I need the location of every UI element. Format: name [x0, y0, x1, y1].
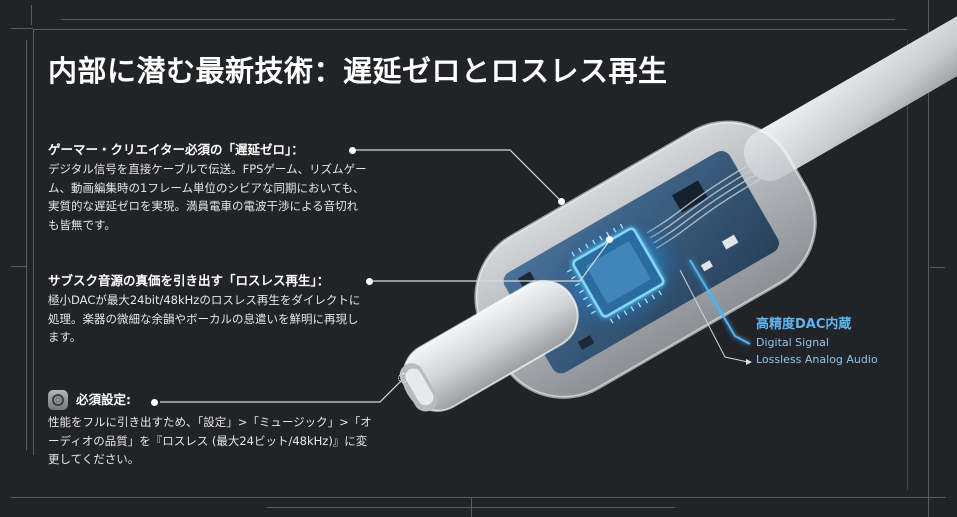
lossless-section: サブスク音源の真価を引き出す「ロスレス再生」： 極小DACが最大24bit/48… [48, 272, 368, 347]
dac-title: 高精度DAC内蔵 [756, 317, 852, 332]
frame-top-border-2 [33, 29, 907, 30]
callout-dot-latency [349, 147, 356, 154]
digital-signal-label: Digital Signal [756, 336, 829, 349]
frame-bottom-center-tick [471, 497, 472, 517]
frame-left-tick [31, 5, 32, 25]
callout-dot-lossless-end [606, 236, 613, 243]
dac-callout: 高精度DAC内蔵 Digital Signal Lossless Analog … [756, 316, 878, 368]
callout-dot-settings [151, 399, 158, 406]
settings-heading-row: 必須設定: [48, 390, 378, 410]
latency-section: ゲーマー・クリエイター必須の「遅延ゼロ」： デジタル信号を直接ケーブルで伝送。F… [48, 141, 368, 234]
callout-dot-latency-end [558, 198, 565, 205]
frame-bottom-border [11, 497, 946, 498]
frame-right-inner [907, 40, 908, 490]
latency-heading: ゲーマー・クリエイター必須の「遅延ゼロ」： [48, 142, 304, 157]
settings-body: 性能をフルに引き出すため、「設定」>「ミュージック」>「オーディオの品質」を『ロ… [48, 415, 372, 466]
frame-right-mid-tick [930, 267, 945, 268]
settings-app-icon [48, 390, 68, 410]
frame-right-border [928, 0, 929, 517]
lossless-heading: サブスク音源の真価を引き出す「ロスレス再生」： [48, 273, 330, 288]
settings-section: 必須設定: 性能をフルに引き出すため、「設定」>「ミュージック」>「オーディオの… [48, 390, 378, 469]
frame-left-outer [26, 40, 27, 450]
frame-left-border [33, 29, 34, 455]
settings-heading: 必須設定: [76, 392, 131, 407]
lossless-body: 極小DACが最大24bit/48kHzのロスレス再生をダイレクトに処理。楽器の微… [48, 293, 361, 344]
gear-icon [398, 373, 408, 383]
frame-left-mid-tick [11, 266, 26, 267]
latency-body: デジタル信号を直接ケーブルで伝送。FPSゲーム、リズムゲーム、動画編集時の1フレ… [48, 162, 367, 232]
frame-corner-tick [11, 28, 33, 29]
callout-dot-lossless [366, 278, 373, 285]
page-title: 内部に潜む最新技術：遅延ゼロとロスレス再生 [48, 54, 668, 88]
lossless-analog-label: Lossless Analog Audio [756, 353, 878, 366]
frame-top-border [61, 19, 895, 20]
